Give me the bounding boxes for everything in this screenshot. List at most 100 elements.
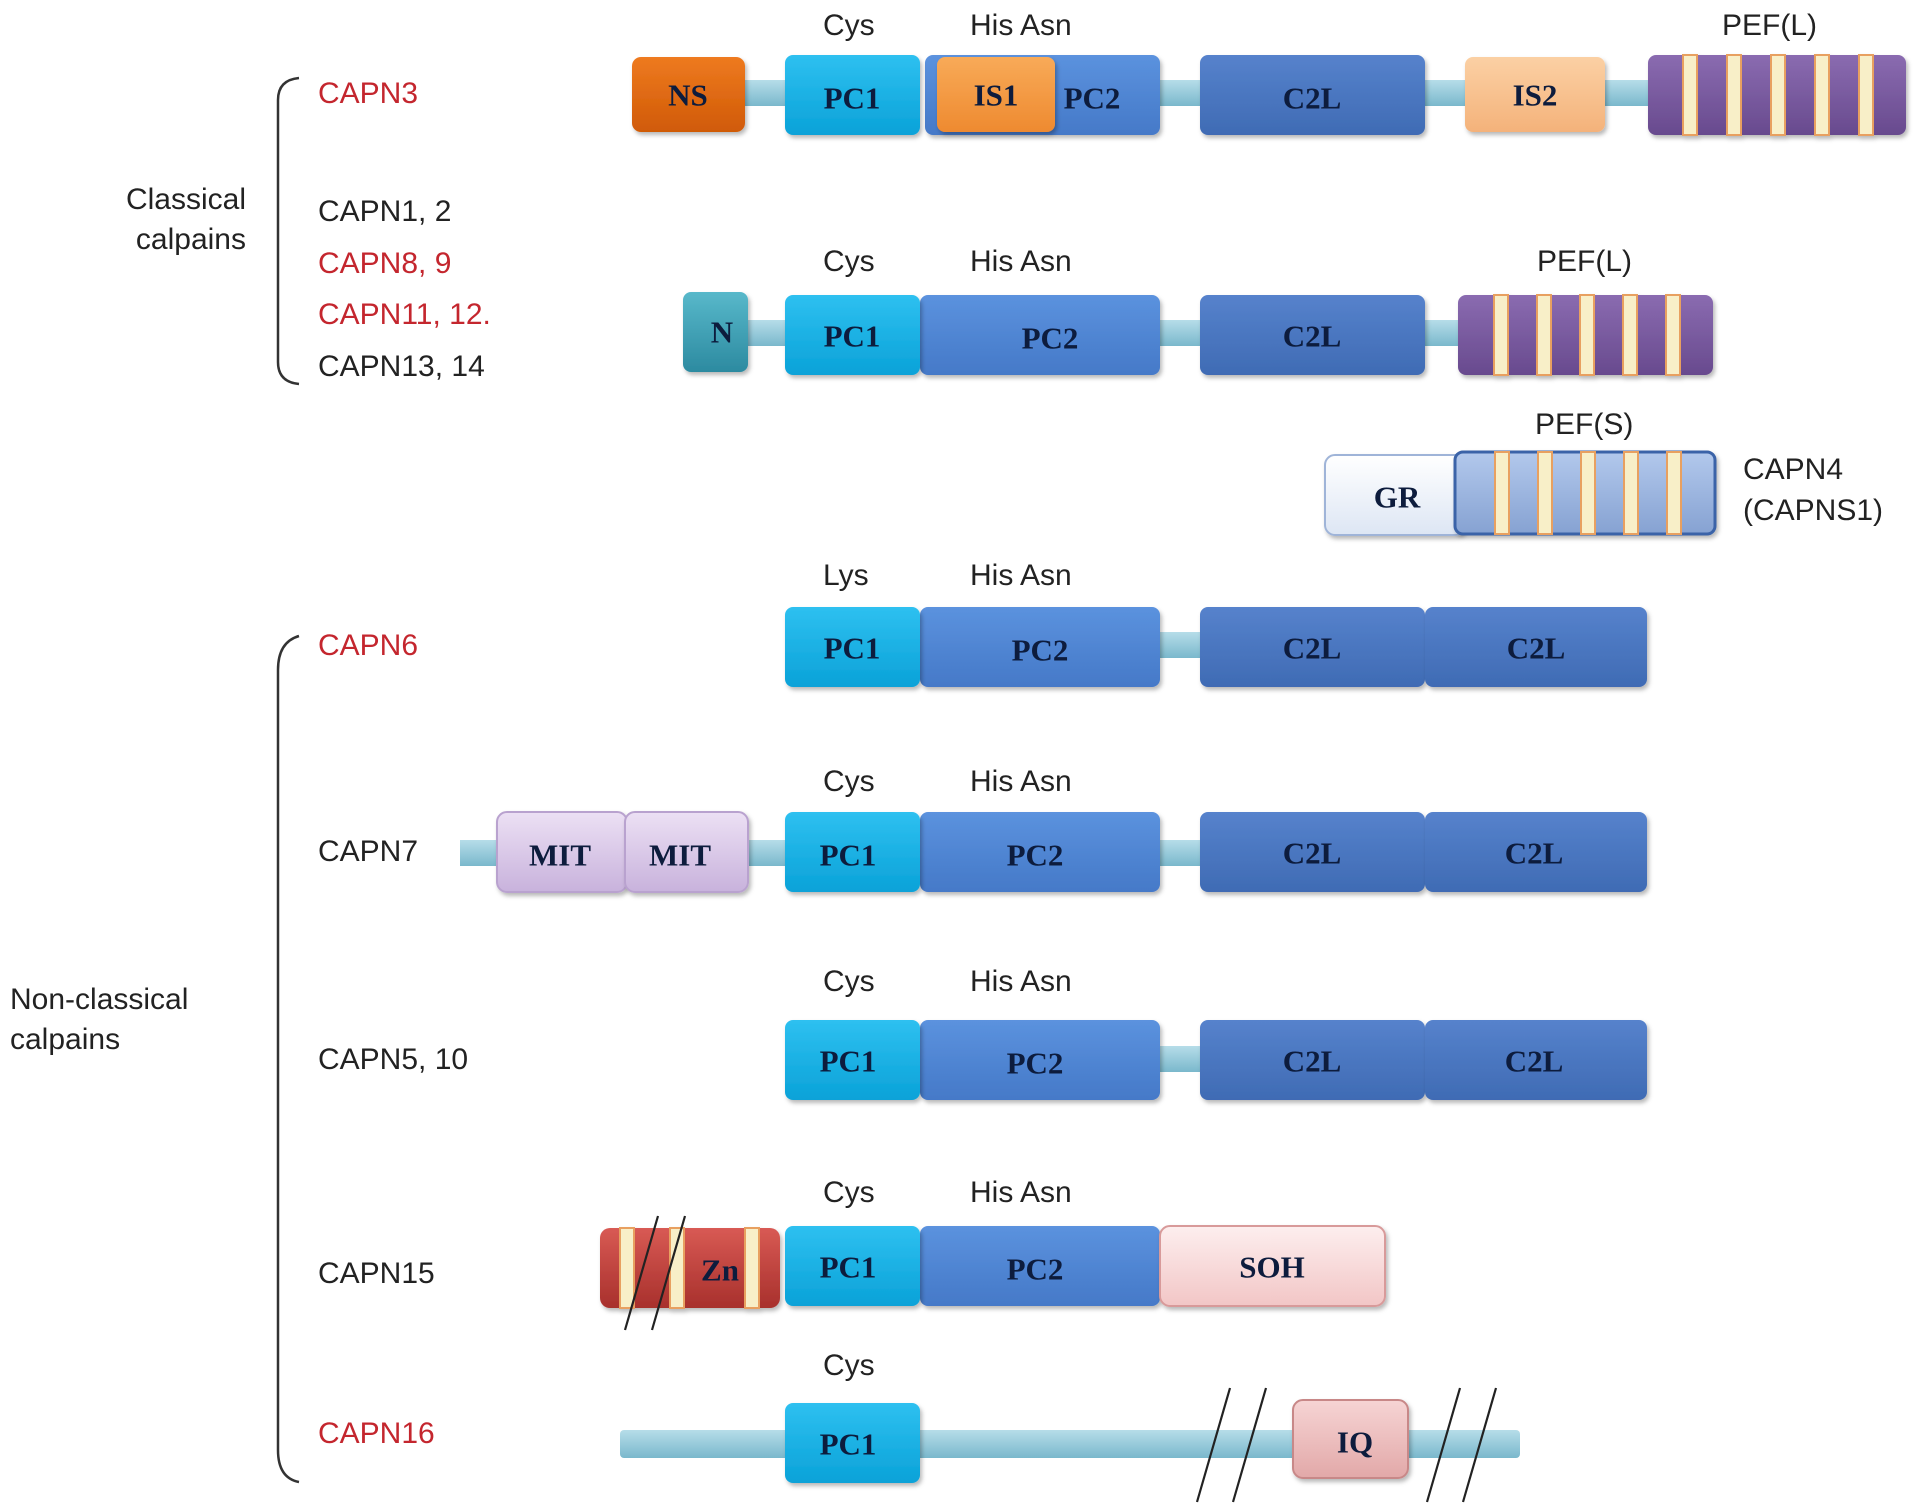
- his-asn-residue-label: His Asn: [970, 9, 1072, 42]
- capn4-label: CAPN4: [1743, 453, 1844, 486]
- c2l-domain-2: C2L: [1425, 812, 1647, 892]
- ef-hand-stripe: [1536, 294, 1552, 376]
- pc1-domain: PC1: [785, 295, 920, 375]
- pc1-domain: PC1: [785, 1403, 920, 1483]
- ef-hand-stripe: [1814, 54, 1830, 136]
- ef-hand-stripe: [1858, 54, 1874, 136]
- capn1-2-label: CAPN1, 2: [318, 195, 452, 228]
- c2l-domain: C2L: [1200, 1020, 1425, 1100]
- pc1-domain-label: PC1: [820, 1250, 877, 1285]
- pc2-domain-label: PC2: [1007, 838, 1064, 873]
- linker: [1155, 840, 1205, 866]
- capn3-label: CAPN3: [318, 77, 419, 110]
- iq-domain-label: IQ: [1337, 1425, 1373, 1460]
- c2l-domain: C2L: [1200, 607, 1425, 687]
- break-mark: [1195, 1387, 1232, 1503]
- pc2-domain-label: PC2: [1007, 1252, 1064, 1287]
- pc1-domain-label: PC1: [824, 631, 881, 666]
- classical-bracket: [276, 76, 300, 386]
- capn15-architecture: Zn PC2 PC1 SOH: [600, 1215, 1386, 1331]
- mit-domain: MIT: [496, 811, 628, 893]
- his-asn-residue-label: His Asn: [970, 765, 1072, 798]
- ns-domain: NS: [632, 57, 745, 132]
- capn6-architecture: PC2 PC1 C2L C2L: [785, 607, 1647, 687]
- capn3-architecture: NS PC2 PC1 IS1 C2L IS2: [632, 54, 1906, 136]
- cys-residue-label: Cys: [823, 245, 875, 278]
- break-mark: [1425, 1387, 1462, 1503]
- ef-hand-stripe: [1682, 54, 1698, 136]
- cys-residue-label: Cys: [823, 765, 875, 798]
- ef-hand-stripe: [1537, 451, 1553, 535]
- ef-hand-stripe: [1770, 54, 1786, 136]
- lys-residue-label: Lys: [823, 559, 869, 592]
- c2l-domain-2: C2L: [1425, 607, 1647, 687]
- c2l-domain: C2L: [1200, 295, 1425, 375]
- ef-hand-stripe: [1726, 54, 1742, 136]
- gr-domain: GR: [1324, 454, 1466, 536]
- capn5-10-label: CAPN5, 10: [318, 1043, 469, 1076]
- iq-domain: IQ: [1292, 1399, 1409, 1479]
- cys-residue-label: Cys: [823, 1176, 875, 1209]
- mit-domain-2: MIT: [624, 811, 749, 893]
- capn7-architecture: MIT MIT PC2 PC1 C2L C2L: [460, 811, 1647, 893]
- pc1-domain-label: PC1: [820, 1427, 877, 1462]
- pc2-domain: PC2: [920, 607, 1160, 687]
- pef-s-label: PEF(S): [1535, 408, 1634, 441]
- zn-finger-stripe: [619, 1227, 635, 1309]
- c2l-domain-label: C2L: [1283, 319, 1342, 354]
- ef-hand-stripe: [1666, 451, 1682, 535]
- linker: [460, 840, 500, 866]
- capn4-architecture: GR: [1324, 450, 1717, 536]
- linker: [1155, 1046, 1205, 1072]
- c2l-domain-label: C2L: [1283, 631, 1342, 666]
- c2l-domain-label: C2L: [1283, 1044, 1342, 1079]
- classical-capn-architecture: N PC2 PC1 C2L: [683, 292, 1713, 376]
- capn6-label: CAPN6: [318, 629, 419, 662]
- is1-domain-label: IS1: [974, 78, 1019, 113]
- pc2-domain-label: PC2: [1007, 1046, 1064, 1081]
- c2l-domain: C2L: [1200, 55, 1425, 135]
- linker: [1420, 80, 1470, 106]
- is2-domain: IS2: [1465, 57, 1605, 132]
- capn13-14-label: CAPN13, 14: [318, 350, 485, 383]
- n-domain-label: N: [711, 315, 733, 350]
- ef-hand-stripe: [1580, 451, 1596, 535]
- pc2-domain-label: PC2: [1064, 81, 1121, 116]
- c2l-domain-label: C2L: [1505, 1044, 1564, 1079]
- capns1-label: (CAPNS1): [1743, 494, 1884, 527]
- capn15-label: CAPN15: [318, 1257, 435, 1290]
- his-asn-residue-label: His Asn: [970, 965, 1072, 998]
- gr-domain-label: GR: [1374, 480, 1421, 515]
- pc2-domain: PC2: [920, 295, 1160, 375]
- c2l-domain: C2L: [1200, 812, 1425, 892]
- pc1-domain: PC1: [785, 1020, 920, 1100]
- zn-domain-label: Zn: [701, 1253, 739, 1288]
- c2l-domain-label: C2L: [1507, 631, 1566, 666]
- his-asn-residue-label: His Asn: [970, 1176, 1072, 1209]
- pef-l-label: PEF(L): [1722, 9, 1818, 42]
- capn8-9-label: CAPN8, 9: [318, 247, 452, 280]
- capn11-12-label: CAPN11, 12.: [318, 298, 491, 331]
- mit-domain-label: MIT: [649, 838, 711, 873]
- c2l-domain-2: C2L: [1425, 1020, 1647, 1100]
- pc2-domain: PC2: [920, 1226, 1160, 1306]
- zn-domain: Zn: [600, 1227, 780, 1309]
- break-mark: [650, 1215, 687, 1331]
- his-asn-residue-label: His Asn: [970, 245, 1072, 278]
- break-mark: [1461, 1387, 1498, 1503]
- soh-domain: SOH: [1159, 1225, 1386, 1307]
- ef-hand-stripe: [1494, 451, 1510, 535]
- his-asn-residue-label: His Asn: [970, 559, 1072, 592]
- c2l-domain-label: C2L: [1283, 81, 1342, 116]
- n-domain: N: [683, 292, 748, 372]
- break-mark: [623, 1215, 660, 1331]
- zn-finger-stripe: [744, 1227, 760, 1309]
- capn7-label: CAPN7: [318, 835, 419, 868]
- cys-residue-label: Cys: [823, 9, 875, 42]
- linker: [1600, 80, 1650, 106]
- is1-domain: IS1: [937, 57, 1055, 132]
- pef-l-domain: [1648, 54, 1906, 136]
- pef-l-label: PEF(L): [1537, 245, 1633, 278]
